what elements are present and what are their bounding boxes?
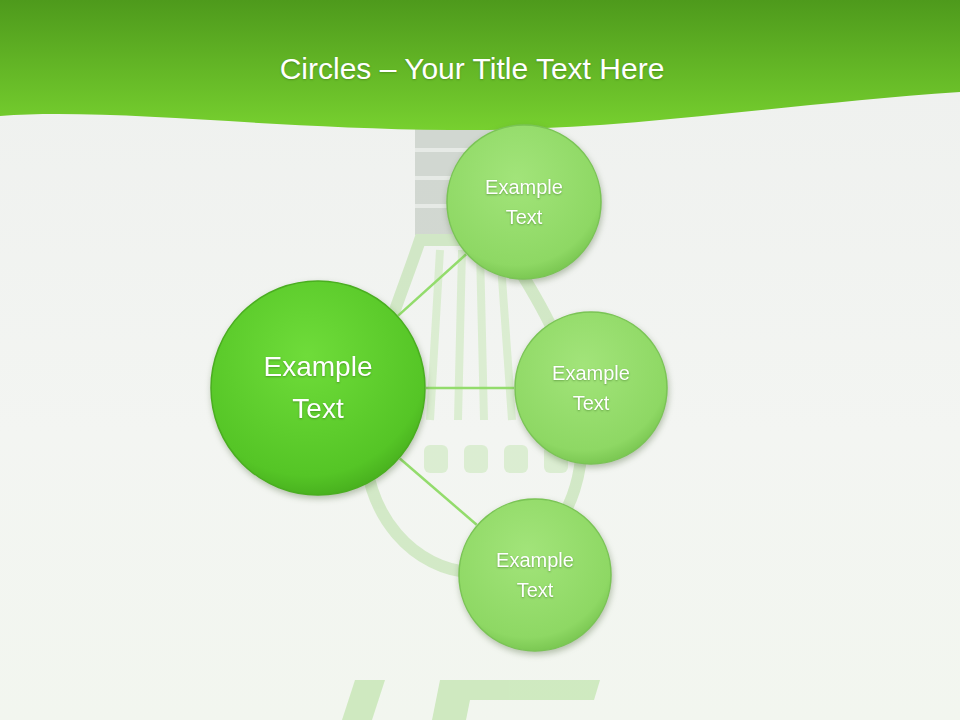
circle-shape xyxy=(458,498,612,652)
connector-line xyxy=(400,459,477,525)
circle-label: Example Text xyxy=(488,545,583,605)
circle-label: Example Text xyxy=(251,346,385,430)
circle-label: Example Text xyxy=(476,172,573,232)
topic-circle: Example Text xyxy=(446,124,602,280)
circle-content: Example Text xyxy=(514,311,668,465)
circle-fill xyxy=(515,312,667,464)
circle-content: Example Text xyxy=(446,124,602,280)
main-circle: Example Text xyxy=(210,280,426,496)
circle-shape xyxy=(210,280,426,496)
header-band xyxy=(0,0,960,130)
slide-title: Circles – Your Title Text Here xyxy=(0,52,944,86)
topic-circle: Example Text xyxy=(458,498,612,652)
connector-line xyxy=(426,387,514,390)
circle-fill xyxy=(211,281,425,495)
circle-shape xyxy=(514,311,668,465)
watermark-shapes xyxy=(342,680,600,720)
circle-fill xyxy=(459,499,611,651)
connector-line xyxy=(398,254,466,315)
circle-content: Example Text xyxy=(210,280,426,496)
circle-label: Example Text xyxy=(544,358,639,418)
circle-shape xyxy=(446,124,602,280)
topic-circle: Example Text xyxy=(514,311,668,465)
circle-content: Example Text xyxy=(458,498,612,652)
circle-fill xyxy=(447,125,601,279)
